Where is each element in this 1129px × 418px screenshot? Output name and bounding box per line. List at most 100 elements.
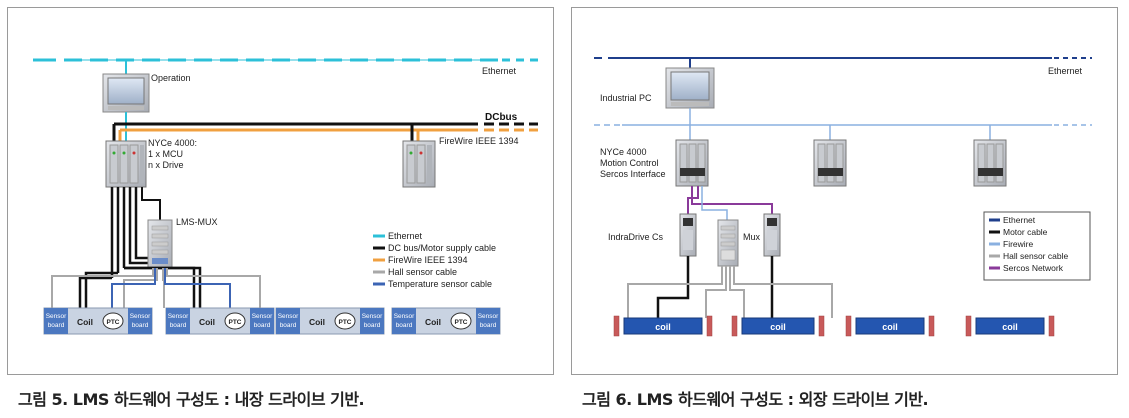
coil-label: coil: [882, 322, 898, 332]
coil-label: Coil: [199, 317, 215, 327]
sensor-board: [476, 308, 500, 334]
figure-6-diagram: Ethernet Industrial PC NYCe 4000: [594, 57, 1092, 337]
coil-label: Coil: [309, 317, 325, 327]
sensor-board-label: board: [364, 322, 381, 329]
ptc-sensor: [450, 312, 472, 330]
hall-sensor-cables: [627, 266, 833, 318]
figure-6-legend: Ethernet Motor cable Firewire Hall senso…: [983, 211, 1091, 281]
coil-module: Sensor board Coil PTC Sensor board: [391, 307, 501, 335]
legend-motor-cable: Motor cable: [1003, 227, 1048, 237]
sensor-board-label: Sensor: [130, 313, 151, 320]
ptc-sensor: [334, 312, 356, 330]
ptc-label: PTC: [229, 319, 242, 326]
nyce-4000-rack: [105, 140, 147, 188]
lms-mux-device: [147, 219, 173, 269]
sensor-board-label: board: [396, 322, 413, 329]
coil-block: coil: [613, 315, 713, 337]
ptc-sensor: [102, 312, 124, 330]
legend-temperature-sensor: Temperature sensor cable: [388, 279, 492, 289]
coil-label: Coil: [77, 317, 93, 327]
coil-modules: Sensor board Coil PTC Sensor board Sensor board…: [43, 307, 501, 335]
sensor-board-label: Sensor: [252, 313, 273, 320]
nyce-rack-3: [973, 139, 1007, 187]
legend-sercos: Sercos Network: [1003, 263, 1064, 273]
sensor-board-label: board: [480, 322, 497, 329]
legend-hall-sensor: Hall sensor cable: [388, 267, 457, 277]
sensor-board: [276, 308, 300, 334]
sensor-board-label: Sensor: [168, 313, 189, 320]
coil-label: coil: [1002, 322, 1018, 332]
sensor-board-label: board: [132, 322, 149, 329]
sensor-board-label: Sensor: [46, 313, 67, 320]
dc-bus-lines: [112, 122, 538, 143]
sensor-board-label: board: [170, 322, 187, 329]
sensor-board-label: Sensor: [362, 313, 383, 320]
dcbus-label: DCbus: [485, 112, 518, 123]
legend-ethernet: Ethernet: [1003, 215, 1036, 225]
mux-device: [717, 219, 739, 267]
operation-pc: [102, 73, 150, 113]
firewire-label: FireWire IEEE 1394: [439, 136, 519, 146]
sensor-board: [44, 308, 68, 334]
coil-block: coil: [965, 315, 1055, 337]
sensor-board: [128, 308, 152, 334]
motor-cables: [78, 266, 202, 308]
sensor-board: [166, 308, 190, 334]
sensor-board-label: board: [254, 322, 271, 329]
legend-ethernet: Ethernet: [388, 231, 423, 241]
operation-label: Operation: [151, 73, 191, 83]
mux-label: LMS-MUX: [176, 217, 218, 227]
figure-5-panel: Ethernet Operation DCbus NYCe 4000: 1 x …: [7, 7, 554, 375]
figure-6-caption: 그림 6. LMS 하드웨어 구성도 : 외장 드라이브 기반.: [582, 390, 929, 409]
coil-label: coil: [770, 322, 786, 332]
coil-block: coil: [845, 315, 935, 337]
rack-to-mux-cables: [110, 187, 161, 278]
figure-5-legend: Ethernet DC bus/Motor supply cable FireW…: [373, 231, 496, 289]
coil-blocks: coil coil coil coil: [613, 315, 1055, 337]
legend-dc-bus: DC bus/Motor supply cable: [388, 243, 496, 253]
nyce-rack-2: [813, 139, 847, 187]
indradrive-label: IndraDrive Cs: [608, 232, 664, 242]
sensor-board-label: board: [48, 322, 65, 329]
industrial-pc-label: Industrial PC: [600, 93, 652, 103]
nyce-label-line-2: 1 x MCU: [148, 149, 183, 159]
sensor-board-label: Sensor: [478, 313, 499, 320]
nyce-label-line-1: NYCe 4000:: [148, 138, 197, 148]
ethernet-label: Ethernet: [482, 66, 517, 76]
industrial-pc: [665, 67, 715, 109]
ethernet-label: Ethernet: [1048, 66, 1083, 76]
nyce-rack-1: [675, 139, 709, 187]
legend-firewire: FireWire IEEE 1394: [388, 255, 468, 265]
coil-label: Coil: [425, 317, 441, 327]
ptc-label: PTC: [455, 319, 468, 326]
figure-5-diagram: Ethernet Operation DCbus NYCe 4000: 1 x …: [33, 58, 541, 335]
temperature-sensor-cables: [111, 268, 231, 308]
sensor-board: [360, 308, 384, 334]
firewire-rack: [402, 140, 436, 188]
ptc-sensor: [224, 312, 246, 330]
nyce-label-line-3: Sercos Interface: [600, 169, 666, 179]
figure-5-caption: 그림 5. LMS 하드웨어 구성도 : 내장 드라이브 기반.: [18, 390, 365, 409]
legend-firewire: Firewire: [1003, 239, 1033, 249]
nyce-label-line-3: n x Drive: [148, 160, 184, 170]
figure-6-panel: Ethernet Industrial PC NYCe 4000: [571, 7, 1118, 375]
indradrive-2: [763, 213, 781, 257]
nyce-label-line-2: Motion Control: [600, 158, 659, 168]
firewire-to-mux: [701, 186, 728, 223]
coil-module: Sensor board Coil PTC Sensor board: [165, 307, 275, 335]
coil-label: coil: [655, 322, 671, 332]
nyce-label-line-1: NYCe 4000: [600, 147, 647, 157]
sensor-board-label: Sensor: [394, 313, 415, 320]
sercos-network: [687, 186, 773, 216]
ptc-label: PTC: [339, 319, 352, 326]
mux-label: Mux: [743, 232, 761, 242]
indradrive-1: [679, 213, 697, 257]
coil-block: coil: [731, 315, 825, 337]
hall-sensor-cables: [51, 268, 261, 308]
sensor-board: [392, 308, 416, 334]
legend-hall-sensor: Hall sensor cable: [1003, 251, 1068, 261]
firewire-line: [594, 124, 1092, 140]
sensor-board-label: board: [280, 322, 297, 329]
